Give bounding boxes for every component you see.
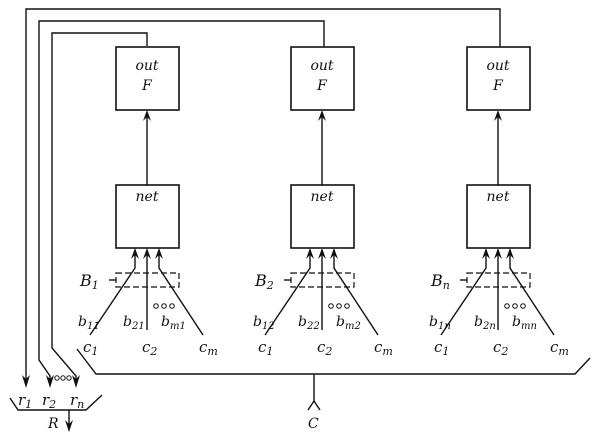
ellipsis-dot-1-3 — [169, 303, 175, 309]
arrow-to-out-2 — [318, 110, 326, 121]
func-label-3: F — [492, 78, 504, 94]
output-ellipsis-dot-2 — [60, 375, 66, 381]
weight-label-2-1: b12 — [253, 314, 275, 332]
feedback-wire-2 — [38, 20, 325, 385]
net-label-1: net — [136, 189, 159, 205]
arrow-to-net-1-3 — [155, 248, 163, 259]
ellipsis-dot-2-1 — [328, 303, 334, 309]
weight-label-1-2: b21 — [123, 314, 145, 332]
ellipsis-dot-3-1 — [504, 303, 510, 309]
net-box-3 — [466, 184, 531, 249]
input-label-3-2: c2 — [493, 338, 508, 358]
ellipsis-dot-2-3 — [344, 303, 350, 309]
output-tray — [9, 394, 103, 411]
net-label-3: net — [487, 189, 510, 205]
arrow-to-net-1-2 — [143, 248, 151, 259]
ellipsis-dot-3-3 — [520, 303, 526, 309]
net-label-2: net — [311, 189, 334, 205]
out-box-3 — [466, 46, 531, 111]
out-label-1: out — [135, 58, 158, 74]
arrow-to-net-3-3 — [506, 248, 514, 259]
func-label-1: F — [141, 78, 153, 94]
weight-label-1-3: bm1 — [161, 314, 186, 332]
net-box-2 — [290, 184, 355, 249]
output-label-r-1: r1 — [18, 391, 32, 411]
arrow-to-net-2-1 — [306, 248, 314, 259]
arrow-to-out-1 — [143, 110, 151, 121]
arrow-to-out-3 — [494, 110, 502, 121]
input-tray — [76, 348, 591, 375]
input-c-fork — [307, 399, 321, 411]
ellipsis-dot-3-2 — [512, 303, 518, 309]
input-line-3-3 — [509, 250, 555, 336]
weight-label-1-1: b11 — [78, 314, 100, 332]
input-label-1-2: c2 — [142, 338, 157, 358]
input-line-1-1 — [89, 250, 136, 336]
weight-label-3-2: b2n — [474, 314, 496, 332]
ellipsis-dot-2-2 — [336, 303, 342, 309]
bundle-label-2: B2 — [254, 271, 274, 292]
input-label-3-1: c1 — [434, 338, 449, 358]
arrow-to-net-3-1 — [482, 248, 490, 259]
feedback-wire-1 — [51, 32, 148, 385]
net-box-1 — [115, 184, 180, 249]
weight-label-3-3: bmn — [512, 314, 537, 332]
input-line-1-3 — [158, 250, 204, 336]
arrow-R — [65, 420, 73, 432]
input-line-2-1 — [264, 250, 311, 336]
arrow-to-net-2-3 — [330, 248, 338, 259]
input-label-1-3: cm — [199, 338, 218, 358]
out-box-2 — [290, 46, 355, 111]
out-label-2: out — [310, 58, 333, 74]
weight-label-2-3: bm2 — [336, 314, 361, 332]
ellipsis-dot-1-1 — [153, 303, 159, 309]
input-label-2-3: cm — [374, 338, 393, 358]
feedback-wire-n — [25, 8, 501, 385]
input-label-2-1: c1 — [258, 338, 273, 358]
output-vector-label: R — [47, 416, 59, 432]
input-vector-label: C — [308, 416, 319, 432]
input-label-3-3: cm — [550, 338, 569, 358]
input-label-2-2: c2 — [317, 338, 332, 358]
input-line-3-1 — [440, 250, 487, 336]
arrow-to-net-1-1 — [131, 248, 139, 259]
weight-label-2-2: b22 — [298, 314, 320, 332]
output-label-r-3: rn — [70, 391, 84, 411]
bundle-label-1: B1 — [79, 271, 99, 292]
weight-label-3-1: b1n — [429, 314, 451, 332]
output-label-r-2: r2 — [42, 391, 56, 411]
arrow-to-net-3-2 — [494, 248, 502, 259]
arrow-to-net-2-2 — [318, 248, 326, 259]
ellipsis-dot-1-2 — [161, 303, 167, 309]
arrow-r2 — [46, 375, 54, 388]
output-ellipsis-dot-1 — [54, 375, 60, 381]
input-label-1-1: c1 — [83, 338, 98, 358]
arrow-r1 — [22, 375, 30, 388]
input-line-2-3 — [333, 250, 379, 336]
arrow-rn — [72, 375, 80, 388]
out-box-1 — [115, 46, 180, 111]
func-label-2: F — [316, 78, 328, 94]
output-ellipsis-dot-3 — [66, 375, 72, 381]
out-label-3: out — [486, 58, 509, 74]
bundle-label-3: Bn — [430, 271, 450, 292]
